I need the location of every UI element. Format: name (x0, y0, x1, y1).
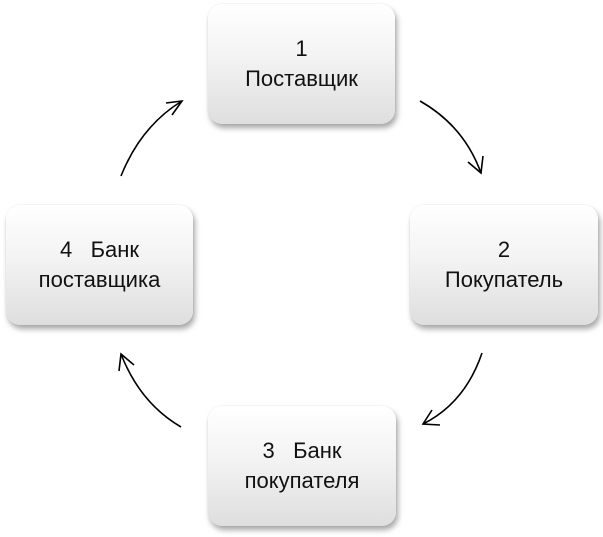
node-supplier-bank-label-line2: поставщика (38, 267, 161, 292)
node-buyer: 2 Покупатель (410, 205, 598, 325)
node-buyer-bank-label-line1: Банк (293, 438, 342, 463)
node-supplier-bank-title: 4 Банк (60, 235, 139, 265)
node-buyer-bank-number: 3 (262, 438, 275, 463)
arrow-buyer-to-buyer-bank (421, 352, 483, 426)
node-supplier-label: Поставщик (245, 66, 358, 91)
node-buyer-bank-label-line2: покупателя (244, 468, 360, 493)
node-supplier-bank-label-line1: Банк (90, 237, 140, 262)
node-supplier-number: 1 (295, 36, 308, 61)
arrow-buyer-bank-to-supplier-bank (118, 352, 182, 428)
arrow-supplier-bank-to-supplier (120, 99, 184, 177)
node-buyer-number: 2 (497, 237, 511, 262)
node-buyer-bank-title: 3 Банк (262, 436, 341, 466)
node-buyer-label: Покупатель (444, 267, 564, 292)
node-supplier-bank-number: 4 (59, 237, 73, 262)
node-buyer-bank: 3 Банк покупателя (208, 406, 396, 526)
node-supplier-bank: 4 Банк поставщика (6, 205, 193, 325)
node-supplier: 1 Поставщик (208, 4, 395, 124)
arrow-supplier-to-buyer (419, 100, 484, 175)
